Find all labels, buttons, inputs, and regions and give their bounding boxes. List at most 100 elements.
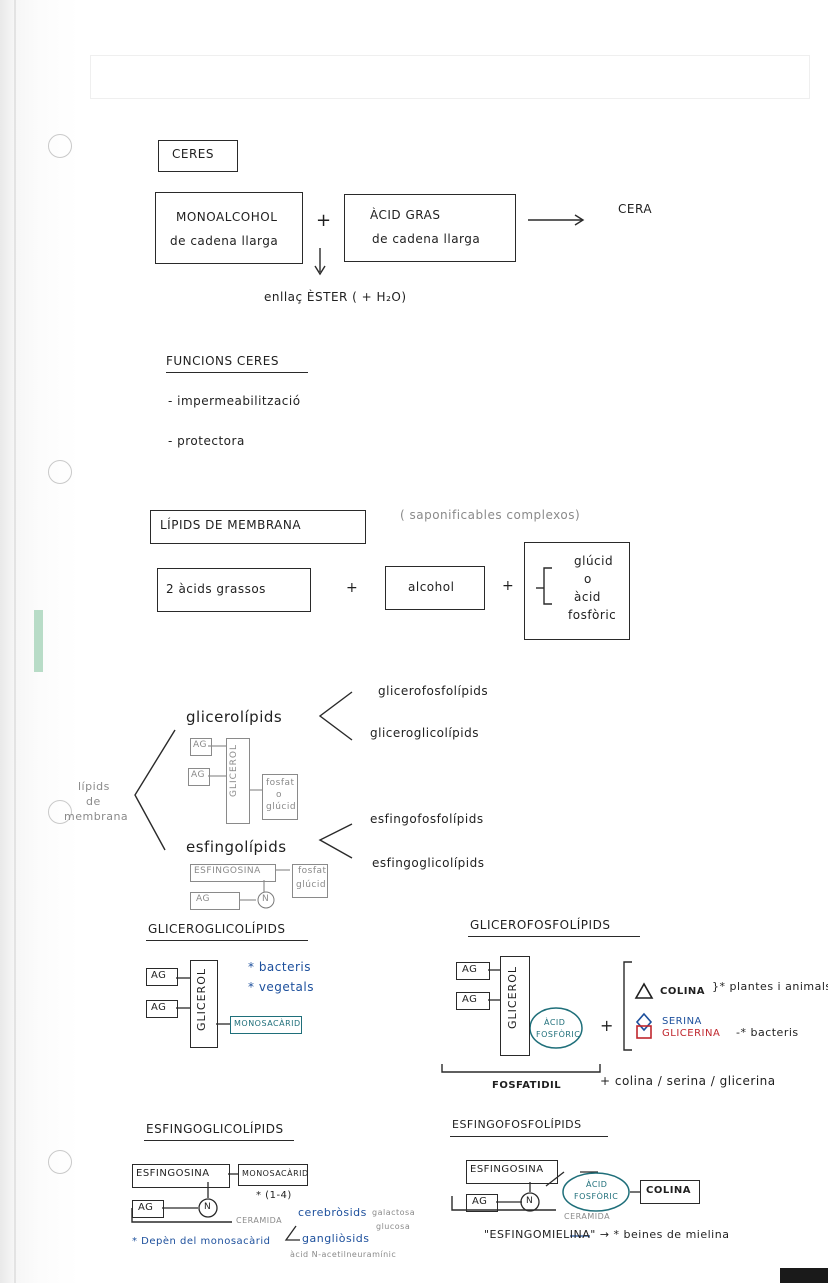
page-corner-shadow [780, 1268, 828, 1283]
fosfat-l2: glúcid [266, 802, 297, 812]
eg-depen: * Depèn del monosacàrid [132, 1236, 271, 1247]
ef-ag-label: AG [472, 1196, 488, 1207]
ag-box-small-3 [190, 892, 240, 910]
gf-colina: COLINA [660, 986, 706, 997]
gg-mono-box [230, 1016, 302, 1034]
esfingofosfolipids-underline [450, 1136, 608, 1138]
esfingosina-box-small [190, 864, 276, 882]
membrana-title-box [150, 510, 366, 544]
ef-esfingosina-box [466, 1160, 558, 1184]
ag-box-small [190, 738, 212, 756]
fosfat2-l2: glúcid [296, 880, 327, 890]
membrana-title: LÍPIDS DE MEMBRANA [160, 518, 302, 532]
gg-note-bacteris: * bacteris [248, 960, 311, 974]
ef-colina-label: COLINA [646, 1185, 692, 1196]
gg-ag-box-2 [146, 1000, 178, 1018]
fosfat-box [262, 774, 298, 820]
ef-acid-l1: ÀCID [586, 1180, 608, 1189]
gliceroglicolipids-title: GLICEROGLICOLÍPIDS [148, 922, 286, 936]
alcohol-box-2 [385, 566, 485, 610]
eg-gangliosids: gangliòsids [302, 1232, 370, 1245]
page-tab-marker [34, 610, 43, 672]
ef-ceramida: CERAMIDA [564, 1212, 611, 1221]
eg-mono-label: MONOSACÀRID [242, 1169, 309, 1178]
glicerol-label-small: GLICEROL [229, 744, 239, 797]
ef-esfingomielina: "ESFINGOMIELINA" → * beines de mielina [484, 1228, 730, 1241]
gf-serina: SERINA [662, 1016, 702, 1027]
binder-hole-icon [48, 1150, 72, 1174]
glucid-fosforic-box [524, 542, 630, 640]
gf-acid-l1: ÀCID [544, 1018, 566, 1027]
eg-bond: * (1-4) [256, 1190, 292, 1201]
ef-colina-box [640, 1180, 700, 1204]
acid-fosforic-ellipse-2 [562, 1172, 630, 1212]
acid-gras-line2: de cadena llarga [372, 232, 481, 246]
alcohol-box [155, 192, 303, 264]
glicerolipids-label: glicerolípids [186, 708, 283, 726]
alcohol-line1: MONOALCOHOL [176, 210, 278, 224]
alcohol-label: alcohol [408, 580, 455, 594]
fosfat-o: o [276, 790, 283, 800]
glicerofosfolipids-title: GLICEROFOSFOLÍPIDS [470, 918, 611, 932]
gg-glicerol-box [190, 960, 218, 1048]
gg-ag-box-1 [146, 968, 178, 986]
gliceroglicolipids-underline [146, 940, 308, 942]
eg-ag-label: AG [138, 1202, 154, 1213]
alcohol-line2: de cadena llarga [170, 234, 279, 248]
gf-ag-box-2 [456, 992, 490, 1010]
gf-glicerina-note: -* bacteris [736, 1026, 799, 1039]
gf-glicerina: GLICERINA [662, 1028, 721, 1039]
eg-esfingosina-label: ESFINGOSINA [136, 1168, 210, 1179]
n-label-small: N [262, 894, 270, 904]
acids-box [157, 568, 311, 612]
plus-sign: + [316, 210, 332, 231]
gg-mono-label: MONOSACÀRID [234, 1019, 301, 1028]
square-icon [636, 1025, 652, 1039]
margin-line [14, 0, 16, 1283]
gf-suffix: + colina / serina / glicerina [600, 1074, 776, 1088]
ag-label-small: AG [193, 740, 207, 750]
tree-root-l2: de [86, 795, 101, 808]
ef-acid-l2: FOSFÒRIC [574, 1192, 619, 1201]
ag-label-small-2: AG [191, 770, 205, 780]
esfingosina-label-small: ESFINGOSINA [194, 866, 261, 876]
gf-plus: + [600, 1016, 614, 1035]
glicerol-box-small [226, 738, 250, 824]
gg-ag-label-2: AG [151, 1002, 167, 1013]
eg-galactosa: galactosa [372, 1208, 416, 1217]
acid-fosforic-ellipse [529, 1007, 583, 1049]
eg-ag-box [132, 1200, 164, 1218]
acids-label: 2 àcids grassos [166, 582, 266, 596]
diamond-icon [635, 1012, 653, 1032]
fosfat-l1: fosfat [266, 778, 295, 788]
opt-acid: àcid [574, 590, 601, 604]
binder-hole-icon [48, 800, 72, 824]
gf-ag-box-1 [456, 962, 490, 980]
binder-hole-icon [48, 134, 72, 158]
esfingofosfolipids-title: ESFINGOFOSFOLÍPIDS [452, 1118, 582, 1131]
funcio-item-1: - impermeabilització [168, 394, 301, 408]
gf-ag-label-1: AG [462, 964, 478, 975]
ag-box-small-2 [188, 768, 210, 786]
esfingoglicolipids-title: ESFINGOGLICOLÍPIDS [146, 1122, 284, 1136]
ag-label-small-3: AG [196, 894, 210, 904]
binder-hole-icon [48, 460, 72, 484]
gliceroglicolipids-branch: gliceroglicolípids [370, 726, 479, 740]
fosfat2-l1: fosfat [298, 866, 327, 876]
ceres-title-box [158, 140, 238, 172]
gg-glicerol-label: GLICEROL [195, 968, 208, 1031]
funcions-title: FUNCIONS CERES [166, 354, 279, 368]
esfingoglicolipids-branch: esfingoglicolípids [372, 856, 485, 870]
eg-glucosa: glucosa [376, 1222, 411, 1231]
ceres-title: CERES [172, 147, 214, 161]
cera-result: CERA [618, 202, 653, 216]
eg-cerebrosids: cerebròsids [298, 1206, 367, 1219]
membrana-note: ( saponificables complexos) [400, 508, 581, 522]
eg-esfingosina-box [132, 1164, 230, 1188]
esfingoglicolipids-underline [144, 1140, 294, 1142]
opt-glucid: glúcid [574, 554, 614, 568]
eg-mono-box [238, 1164, 308, 1186]
fosfat-box-2 [292, 864, 328, 898]
funcio-item-2: - protectora [168, 434, 245, 448]
